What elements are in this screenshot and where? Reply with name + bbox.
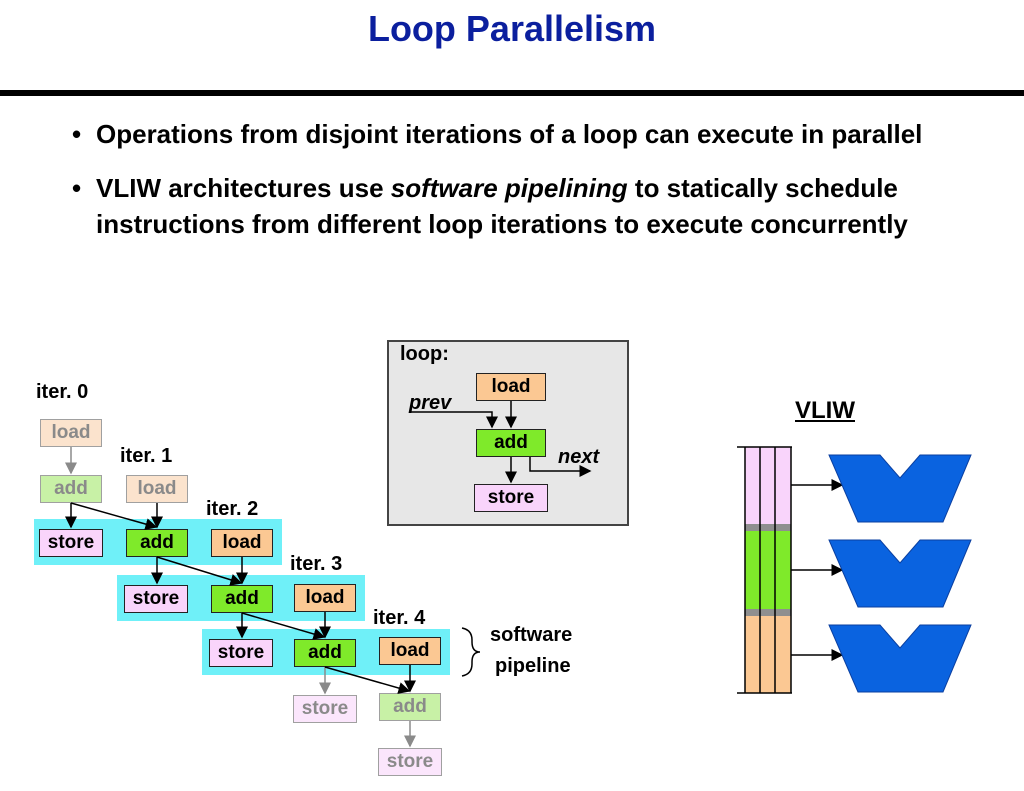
iteration-label: iter. 3 <box>290 553 343 575</box>
loop-store-box: store <box>474 484 548 512</box>
iteration-label: iter. 4 <box>373 607 426 629</box>
iter0-add-box: add <box>40 475 102 503</box>
iter4-store-box: store <box>378 748 442 776</box>
bullet-text-prefix: VLIW architectures use <box>96 173 391 203</box>
iter0-store-box: store <box>39 529 103 557</box>
bullet-dot: • <box>72 173 82 203</box>
bullet-item: • Operations from disjoint iterations of… <box>70 116 970 152</box>
bullet-item: • VLIW architectures use software pipeli… <box>70 170 970 242</box>
bullet-dot: • <box>72 119 82 149</box>
next-label: next <box>558 446 600 468</box>
software-pipeline-label-line2: pipeline <box>495 655 571 677</box>
loop-add-box: add <box>476 429 546 457</box>
bullet-emphasis: software pipelining <box>390 173 628 203</box>
iter1-load-box: load <box>126 475 188 503</box>
iter2-store-box: store <box>209 639 273 667</box>
software-pipeline-label-line1: software <box>490 624 573 646</box>
pipeline-arrows <box>65 447 416 748</box>
iter2-load-box: load <box>211 529 273 557</box>
iteration-label: iter. 2 <box>206 498 259 520</box>
vliw-functional-units <box>828 454 972 693</box>
vliw-title: VLIW <box>795 397 855 424</box>
iter3-load-box: load <box>294 584 356 612</box>
bullet-text: Operations from disjoint iterations of a… <box>96 119 923 149</box>
vliw-register-file <box>737 446 792 694</box>
loop-arrows <box>410 401 592 484</box>
iteration-label: iter. 1 <box>120 445 173 467</box>
bullet-list: • Operations from disjoint iterations of… <box>70 116 970 260</box>
iter1-store-box: store <box>124 585 188 613</box>
pipeline-brace <box>461 627 481 677</box>
prev-label: prev <box>409 392 452 414</box>
bullet-text-suffix: to statically schedule instructions from… <box>96 173 908 239</box>
loop-load-box: load <box>476 373 546 401</box>
functional-unit-icon <box>828 539 972 608</box>
functional-unit-icon <box>828 454 972 523</box>
iter1-add-box: add <box>126 529 188 557</box>
iter4-load-box: load <box>379 637 441 665</box>
functional-unit-icon <box>828 624 972 693</box>
slide-title: Loop Parallelism <box>367 8 657 49</box>
iter3-store-box: store <box>293 695 357 723</box>
iter0-load-box: load <box>40 419 102 447</box>
iter4-add-box: add <box>379 693 441 721</box>
vliw-arrows <box>791 479 844 661</box>
iteration-label: iter. 0 <box>36 381 89 403</box>
loop-label: loop: <box>400 343 449 365</box>
title-rule <box>0 90 1024 96</box>
